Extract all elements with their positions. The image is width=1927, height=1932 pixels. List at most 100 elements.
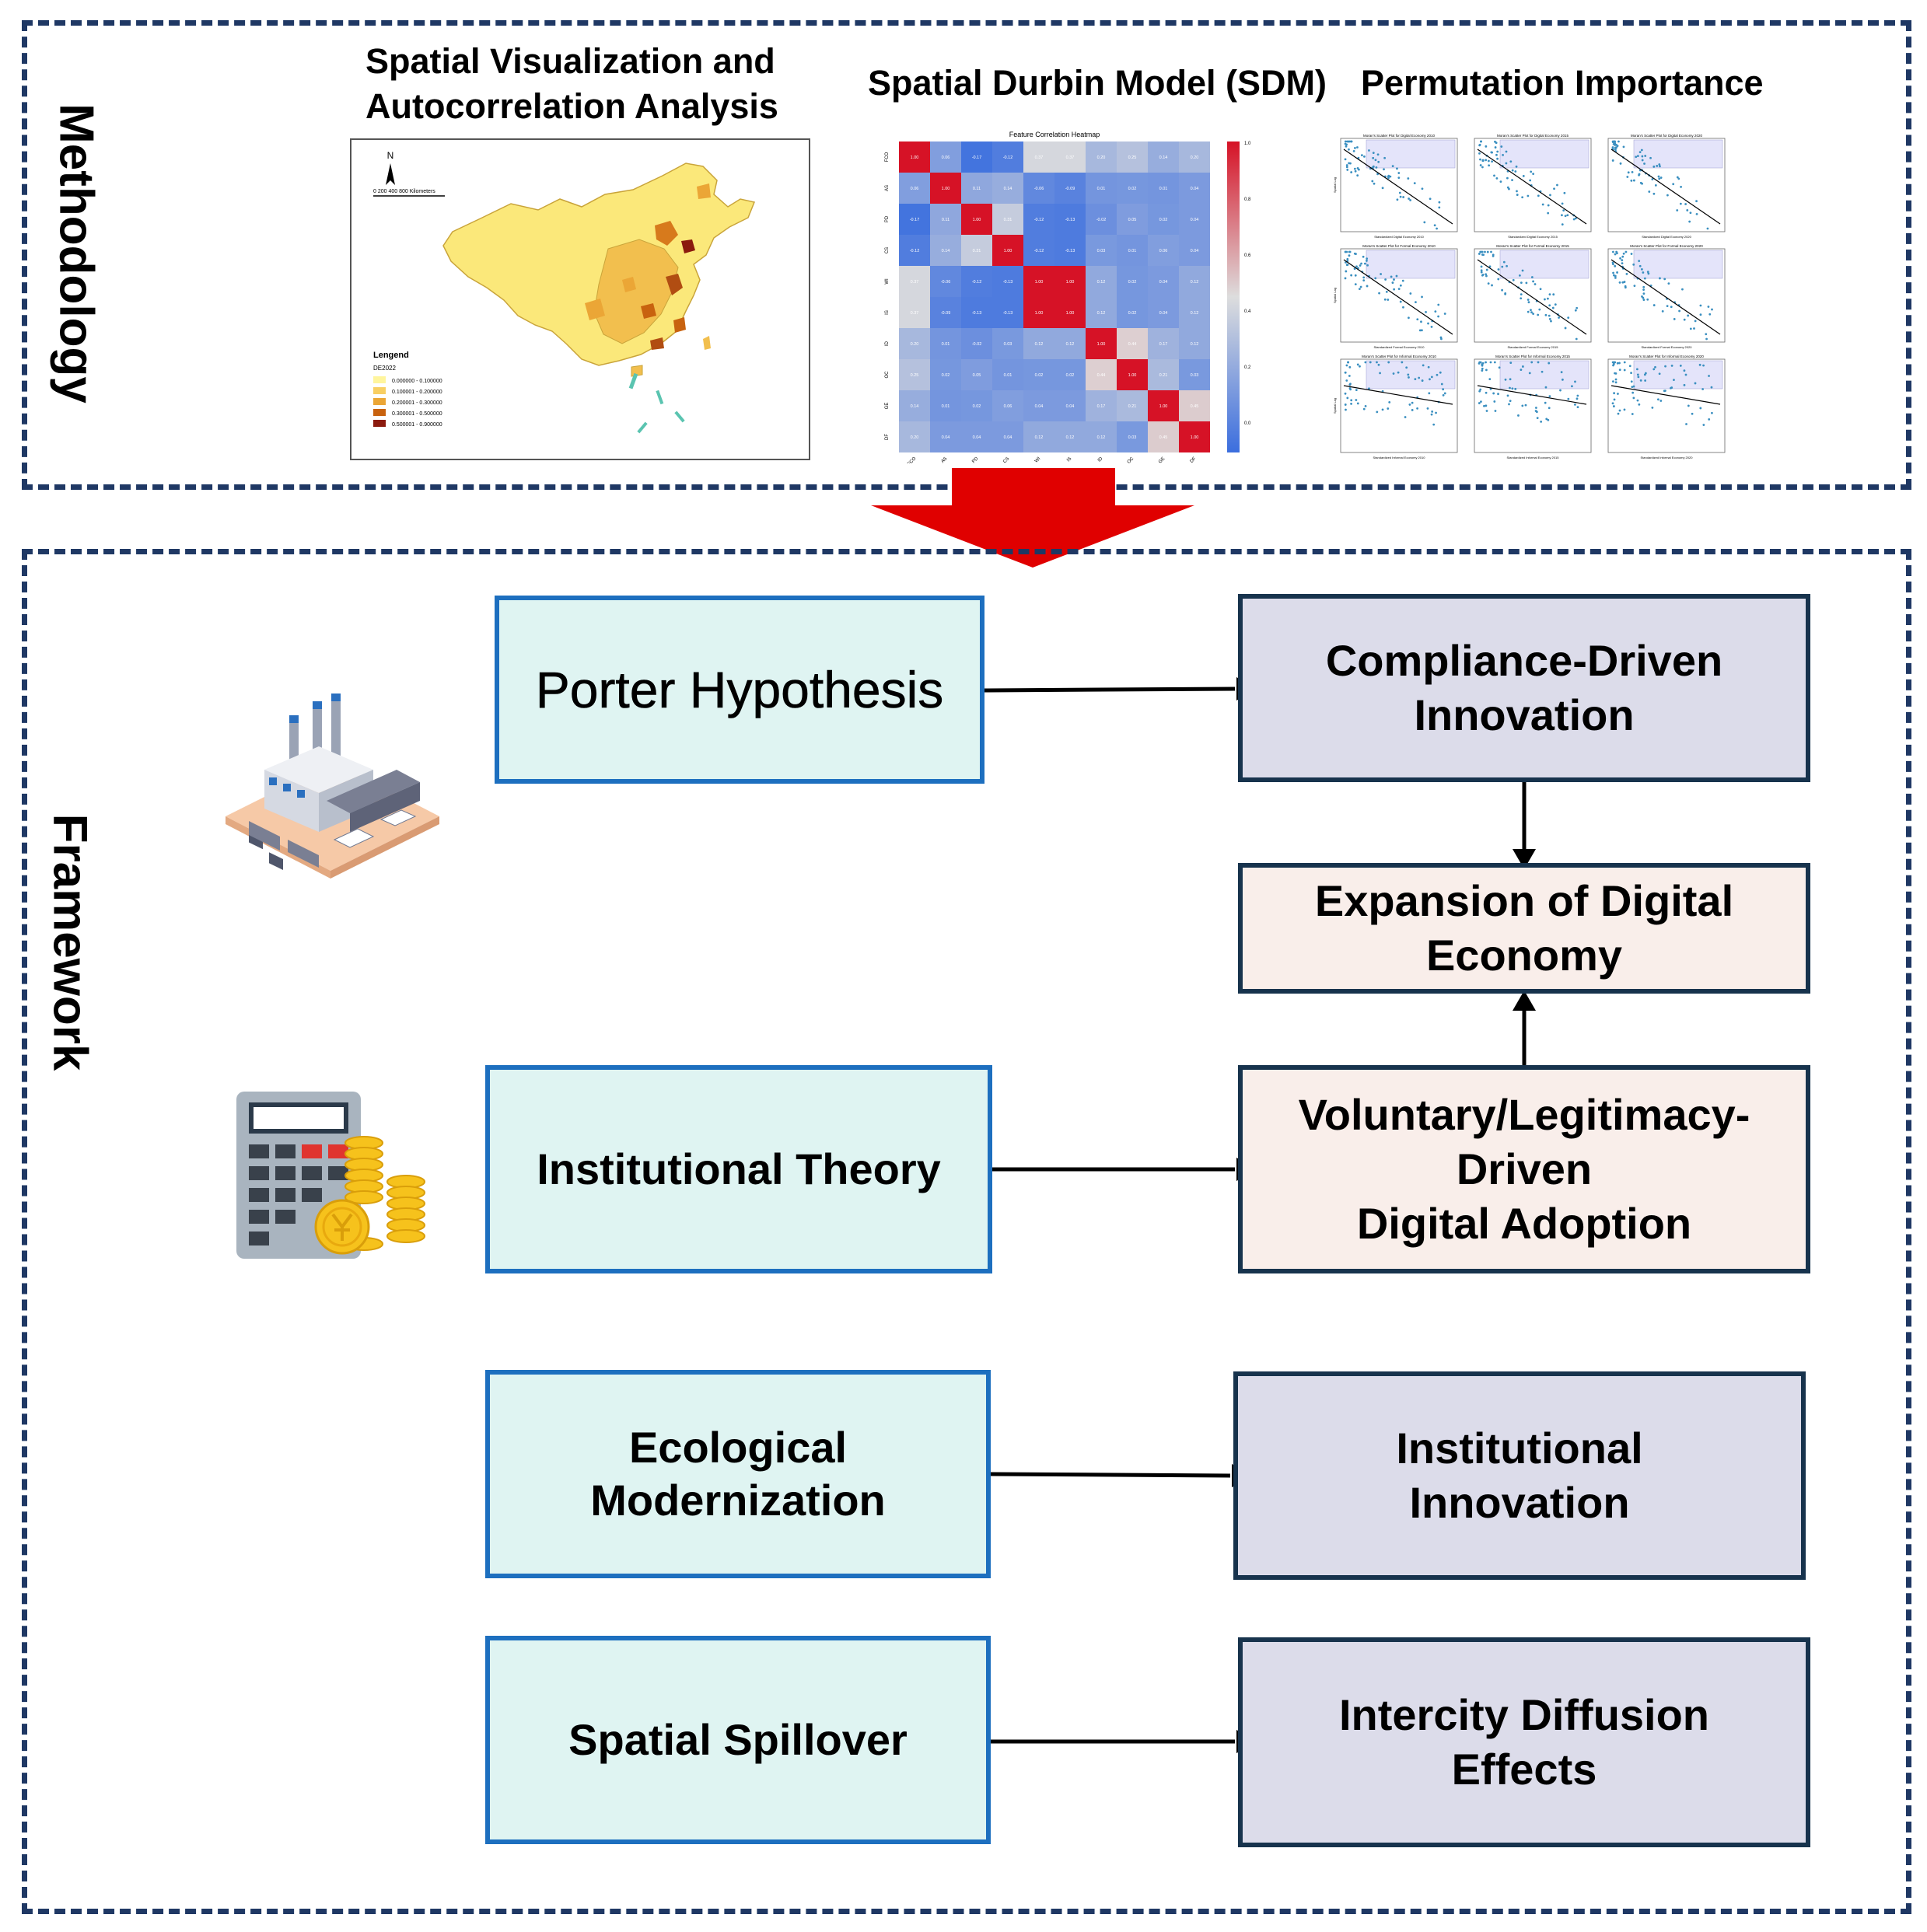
heatmap-cell-label: 0.02 <box>1159 218 1168 222</box>
heatmap-cell-label: 1.00 <box>942 187 950 191</box>
heatmap-cell <box>1148 390 1179 421</box>
scatter-title: Moran's Scatter Plot for Informal Econom… <box>1362 355 1436 358</box>
scatter-point <box>1611 261 1614 264</box>
heatmap-cell-label: 0.14 <box>942 249 950 253</box>
scatter-point <box>1659 277 1661 280</box>
scatter-point <box>1683 369 1686 372</box>
scatter-point <box>1711 411 1713 414</box>
scatter-point <box>1397 176 1401 180</box>
heatmap-colorbar-tick: 0.8 <box>1244 197 1251 202</box>
scatter-point <box>1624 286 1627 289</box>
scatter-point <box>1502 153 1504 156</box>
heatmap-cell-label: 0.12 <box>1097 311 1106 316</box>
heatmap-col-label: FCO <box>907 456 917 463</box>
heatmap-cell-label: 0.21 <box>1128 404 1137 409</box>
heatmap-col-label: DF <box>1190 456 1198 463</box>
heatmap-cell <box>1054 328 1086 359</box>
scatter-point <box>1480 265 1483 268</box>
heatmap-cell <box>1023 297 1054 328</box>
heatmap-cell-label: 0.04 <box>1191 187 1199 191</box>
scatter-point <box>1423 221 1426 224</box>
heatmap-cell-label: -0.09 <box>941 311 951 316</box>
scatter-point <box>1636 155 1639 158</box>
scatter-point <box>1481 159 1485 162</box>
scatter-title: Moran's Scatter Plot for Digital Economy… <box>1363 134 1435 138</box>
scatter-point <box>1646 298 1649 301</box>
scatter-point <box>1485 273 1488 276</box>
scatter-point <box>1630 180 1633 182</box>
scatter-point <box>1496 150 1499 153</box>
scatter-point <box>1509 362 1513 364</box>
scatter-point <box>1651 406 1654 409</box>
scatter-point <box>1443 392 1446 395</box>
heatmap-cell-label: -0.09 <box>1065 187 1075 191</box>
scatter-point <box>1672 183 1675 186</box>
scatter-point <box>1676 209 1679 211</box>
scatter-point <box>1630 372 1632 375</box>
scatter-point <box>1638 173 1640 176</box>
scatter-point <box>1363 155 1366 158</box>
scatter-point <box>1491 151 1493 154</box>
scatter-point <box>1481 364 1484 367</box>
scatter-point <box>1618 362 1621 365</box>
heatmap-cell <box>1148 328 1179 359</box>
scatter-point <box>1430 413 1433 416</box>
scatter-point <box>1401 361 1404 364</box>
scatter-point <box>1494 146 1497 148</box>
scatter-point <box>1504 292 1507 295</box>
heatmap-cell <box>992 235 1023 266</box>
scatter-point <box>1516 194 1519 196</box>
intercity-diffusion-effects-box: Intercity Diffusion Effects <box>1238 1637 1810 1847</box>
scatter-point <box>1613 361 1616 364</box>
heatmap-cell-label: 0.11 <box>942 218 950 222</box>
heatmap-cell-label: 0.20 <box>1191 155 1199 160</box>
scatter-point <box>1345 140 1348 143</box>
heatmap-cell <box>1023 204 1054 235</box>
heatmap-cell-label: 1.00 <box>1035 280 1044 285</box>
heatmap-cell-label: 0.37 <box>911 280 919 285</box>
heatmap-cell-label: -0.13 <box>972 311 982 316</box>
scatter-point <box>1625 272 1628 275</box>
scatter-xlabel: Standardized Digital Economy 2010 <box>1374 235 1424 239</box>
framework-label: Framework <box>43 813 97 1071</box>
heatmap-cell <box>961 328 992 359</box>
scatter-point <box>1532 313 1535 316</box>
heatmap-cell <box>992 390 1023 421</box>
heatmap-cell-label: 0.31 <box>973 249 981 253</box>
scatter-point <box>1395 274 1398 278</box>
scatter-point <box>1537 361 1540 364</box>
scatter-point <box>1427 322 1429 325</box>
scatter-point <box>1375 166 1378 169</box>
scatter-point <box>1350 403 1352 405</box>
scatter-point <box>1438 206 1441 209</box>
scatter-point <box>1345 164 1348 166</box>
scatter-point <box>1409 199 1412 201</box>
scatter-point <box>1516 190 1518 193</box>
scatter-point <box>1430 376 1433 379</box>
scatter-point <box>1355 265 1358 268</box>
heatmap-cell <box>1179 297 1210 328</box>
scatter-point <box>1537 194 1540 197</box>
scatter-point <box>1611 402 1614 405</box>
scatter-point <box>1658 177 1661 180</box>
heatmap-cell <box>899 421 930 452</box>
scatter-point <box>1402 306 1404 309</box>
heatmap-cell-label: 1.00 <box>1191 435 1199 440</box>
scatter-point <box>1356 402 1359 405</box>
scatter-xlabel: Standardized Formal Economy 2015 <box>1508 345 1559 349</box>
heatmap-cell <box>930 266 961 297</box>
scatter-point <box>1511 169 1514 172</box>
scatter-point <box>1571 385 1573 388</box>
heatmap-cell <box>930 173 961 204</box>
scatter-point <box>1501 265 1504 268</box>
scatter-point <box>1683 318 1686 321</box>
heatmap-cell <box>1086 421 1117 452</box>
heatmap-cell <box>899 204 930 235</box>
scatter-point <box>1616 271 1618 274</box>
heatmap-cell <box>1179 421 1210 452</box>
scatter-point <box>1378 292 1380 295</box>
scatter-point <box>1421 329 1423 332</box>
scatter-point <box>1527 194 1530 197</box>
heatmap-cell <box>961 359 992 390</box>
scatter-point <box>1530 170 1533 173</box>
